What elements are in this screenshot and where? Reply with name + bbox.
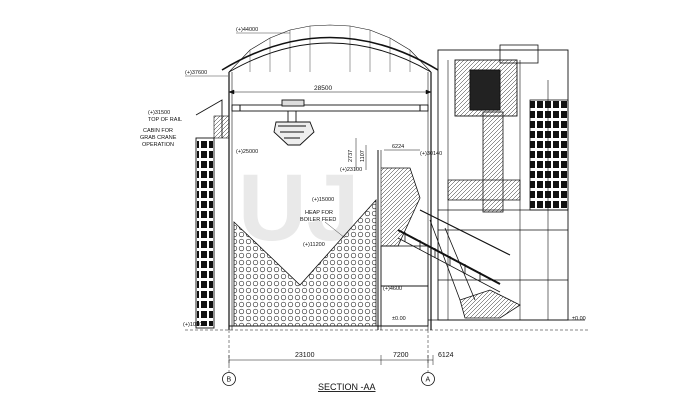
grid-bubble-a: A — [421, 372, 435, 386]
dim-span: 28500 — [314, 85, 332, 92]
elev-base-left: (+)1000 — [183, 322, 202, 328]
elev-platform: (+)30140 — [420, 151, 442, 157]
label-heap-2: BOILER FEED — [300, 217, 336, 223]
dim-bottom-left: 23100 — [295, 352, 315, 359]
dim-6224: 6224 — [392, 144, 404, 150]
elev-heap: (+)11200 — [303, 242, 325, 248]
label-top-of-rail: TOP OF RAIL — [148, 117, 182, 123]
elev-4600: (+)4600 — [383, 286, 402, 292]
grid-bubble-b: B — [222, 372, 236, 386]
svg-text:B: B — [227, 377, 232, 384]
conveyor — [397, 209, 511, 301]
elev-datum-center: ±0.00 — [392, 316, 406, 322]
bunker-room — [380, 167, 429, 327]
elev-bunker: (+)15000 — [312, 197, 334, 203]
dim-2737: 2737 — [348, 150, 354, 162]
label-cabin-1: CABIN FOR — [143, 128, 173, 134]
cabin-tower — [195, 99, 230, 329]
ground — [185, 319, 590, 331]
elevation-labels: (+)44000 (+)37600 (+)31500 TOP OF RAIL C… — [140, 27, 586, 328]
boiler-structure — [437, 44, 569, 321]
label-cabin-2: GRAB CRANE — [140, 135, 177, 141]
svg-text:A: A — [426, 377, 431, 384]
dimensions — [228, 89, 434, 372]
elev-eave: (+)37600 — [185, 70, 207, 76]
label-cabin-3: OPERATION — [142, 142, 174, 148]
dim-1107: 1107 — [360, 150, 366, 162]
elev-hopper-top: (+)23100 — [340, 167, 362, 173]
elev-datum-right: ±0.00 — [572, 316, 586, 322]
elev-top-of-rail: (+)31500 — [148, 110, 170, 116]
elev-roof-top: (+)44000 — [236, 27, 258, 33]
grab-crane — [273, 99, 315, 146]
label-heap-1: HEAP FOR — [305, 210, 333, 216]
section-title: SECTION -AA — [318, 382, 376, 392]
dim-bottom-mid: 7200 — [393, 352, 409, 359]
dim-bottom-right: 6124 — [438, 352, 454, 359]
roof-arch — [221, 24, 439, 73]
elev-cabin: (+)25000 — [236, 149, 258, 155]
